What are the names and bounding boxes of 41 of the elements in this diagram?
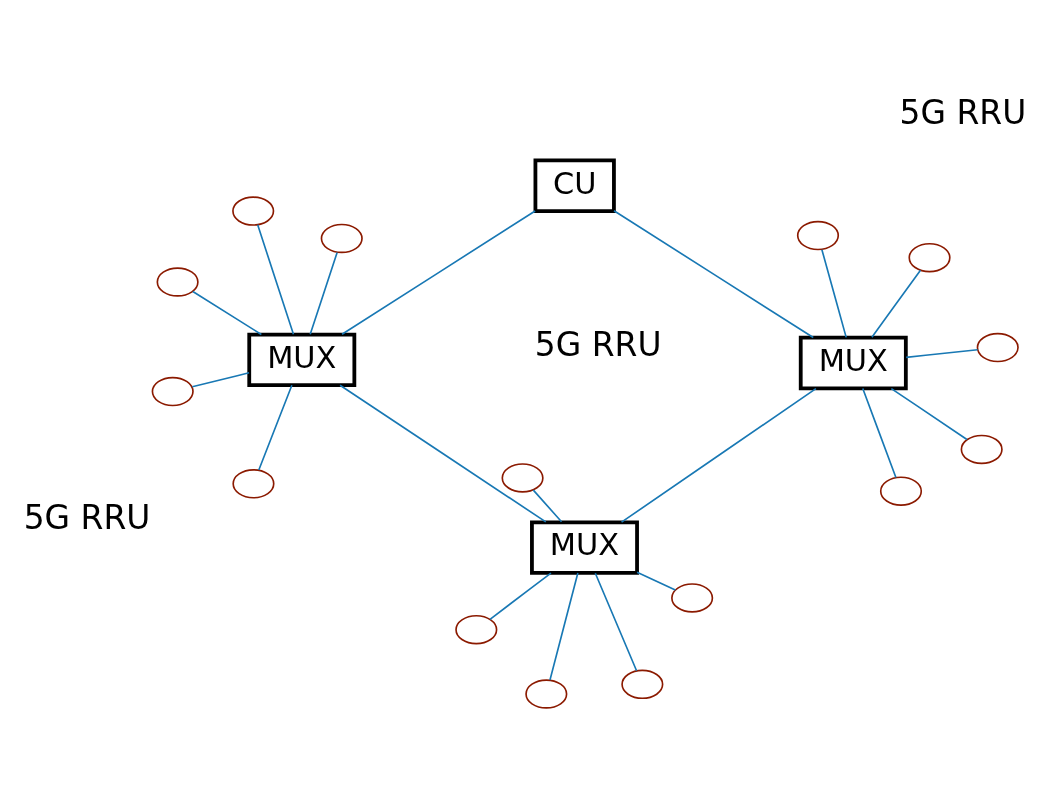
connector <box>594 572 638 672</box>
connector <box>549 572 579 681</box>
connector <box>309 251 338 336</box>
node-ellipse <box>908 242 951 273</box>
node-ellipse <box>320 223 363 254</box>
connector <box>191 372 250 388</box>
node-ellipse <box>156 267 199 297</box>
node-ellipse <box>796 220 840 251</box>
node-box: MUX <box>798 335 908 391</box>
connector <box>905 348 979 359</box>
connector <box>192 290 263 336</box>
connector <box>871 269 922 339</box>
node-ellipse <box>621 669 664 700</box>
connector <box>636 571 677 591</box>
node-box: MUX <box>530 520 639 575</box>
node-ellipse <box>960 434 1003 465</box>
connector <box>258 384 293 471</box>
node-ellipse <box>232 469 275 499</box>
node-box: MUX <box>247 332 357 388</box>
node-ellipse <box>151 376 194 407</box>
connector <box>489 572 552 621</box>
node-ellipse <box>501 463 544 493</box>
node-ellipse <box>525 679 568 709</box>
connector <box>341 210 536 335</box>
connector <box>821 248 847 339</box>
connector <box>532 489 563 523</box>
connector <box>620 387 817 523</box>
connector <box>256 224 295 336</box>
connector <box>890 387 968 441</box>
label: 5G RRU <box>899 93 1027 133</box>
node-ellipse <box>976 332 1019 363</box>
node-ellipse <box>879 476 923 506</box>
label: 5G RRU <box>534 325 662 365</box>
connector <box>613 209 815 339</box>
node-ellipse <box>232 196 275 226</box>
connector <box>861 387 897 479</box>
node-box: CU <box>533 158 616 213</box>
connector <box>339 384 547 523</box>
node-ellipse <box>455 614 498 645</box>
label: 5G RRU <box>23 497 151 537</box>
node-ellipse <box>671 583 714 613</box>
